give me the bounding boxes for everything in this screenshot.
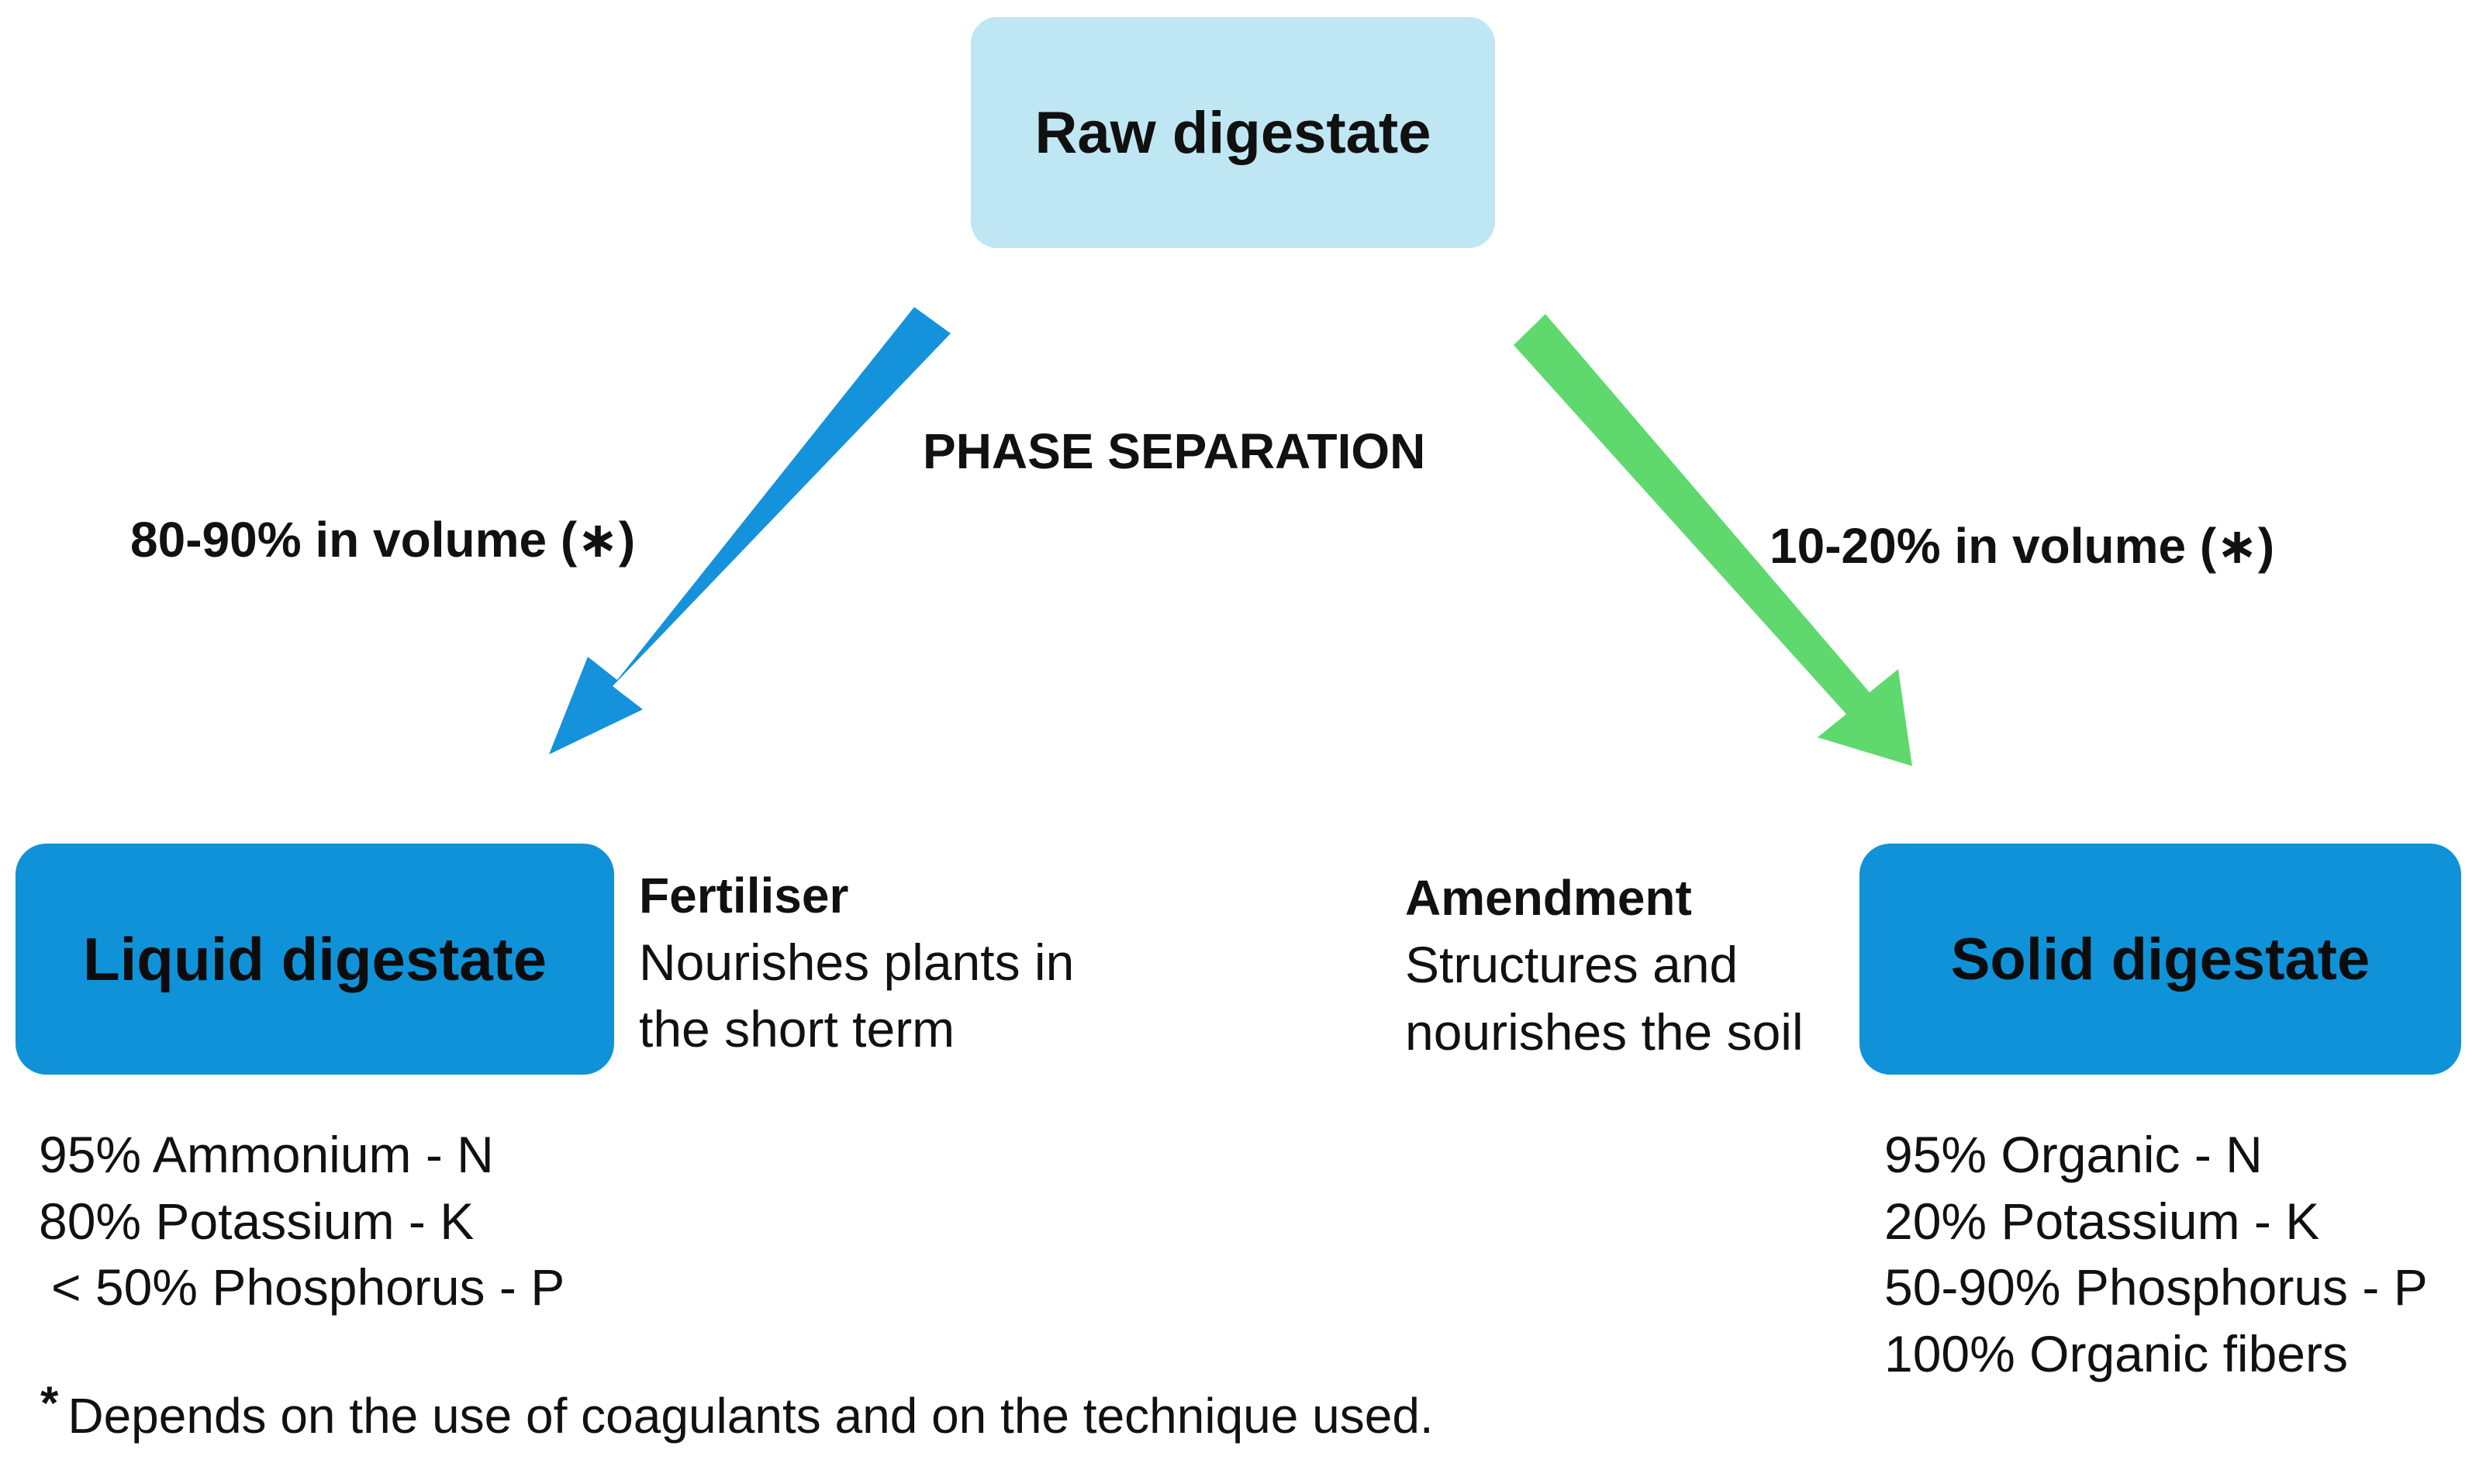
solid-composition-item: 100% Organic fibers xyxy=(1884,1325,2348,1382)
solid-composition-item: 20% Potassium - K xyxy=(1884,1192,2320,1250)
fertiliser-desc-line-1: Nourishes plants in xyxy=(639,934,1075,991)
solid-digestate-box: Solid digestate xyxy=(1859,844,2461,1075)
amendment-desc-line-2: nourishes the soil xyxy=(1405,1003,1804,1061)
raw-digestate-box: Raw digestate xyxy=(971,17,1495,248)
solid-composition-item: 95% Organic - N xyxy=(1884,1126,2263,1183)
fertiliser-desc-line-2: the short term xyxy=(639,1000,955,1058)
liquid-composition-item: < 50% Phosphorus - P xyxy=(51,1258,565,1316)
liquid-composition-item: 95% Ammonium - N xyxy=(39,1126,494,1183)
footnote-marker: * xyxy=(40,1377,59,1429)
liquid-digestate-box: Liquid digestate xyxy=(16,844,614,1075)
solid-composition-item: 50-90% Phosphorus - P xyxy=(1884,1258,2428,1316)
liquid-arrow xyxy=(549,307,951,754)
fertiliser-title: Fertiliser xyxy=(639,868,849,923)
footnote-text: Depends on the use of coagulants and on … xyxy=(67,1388,1434,1444)
footnote: *Depends on the use of coagulants and on… xyxy=(40,1380,1434,1444)
solid-digestate-label: Solid digestate xyxy=(1950,926,2370,992)
solid-volume-label: 10-20% in volume (∗) xyxy=(1770,518,2275,574)
liquid-composition-item: 80% Potassium - K xyxy=(39,1192,475,1250)
amendment-title: Amendment xyxy=(1405,870,1692,926)
phase-separation-label: PHASE SEPARATION xyxy=(923,423,1426,479)
liquid-volume-label: 80-90% in volume (∗) xyxy=(130,512,636,568)
amendment-desc-line-1: Structures and xyxy=(1405,936,1738,993)
raw-digestate-label: Raw digestate xyxy=(1034,99,1431,166)
liquid-digestate-label: Liquid digestate xyxy=(82,924,547,993)
solid-arrow xyxy=(1514,314,1912,766)
